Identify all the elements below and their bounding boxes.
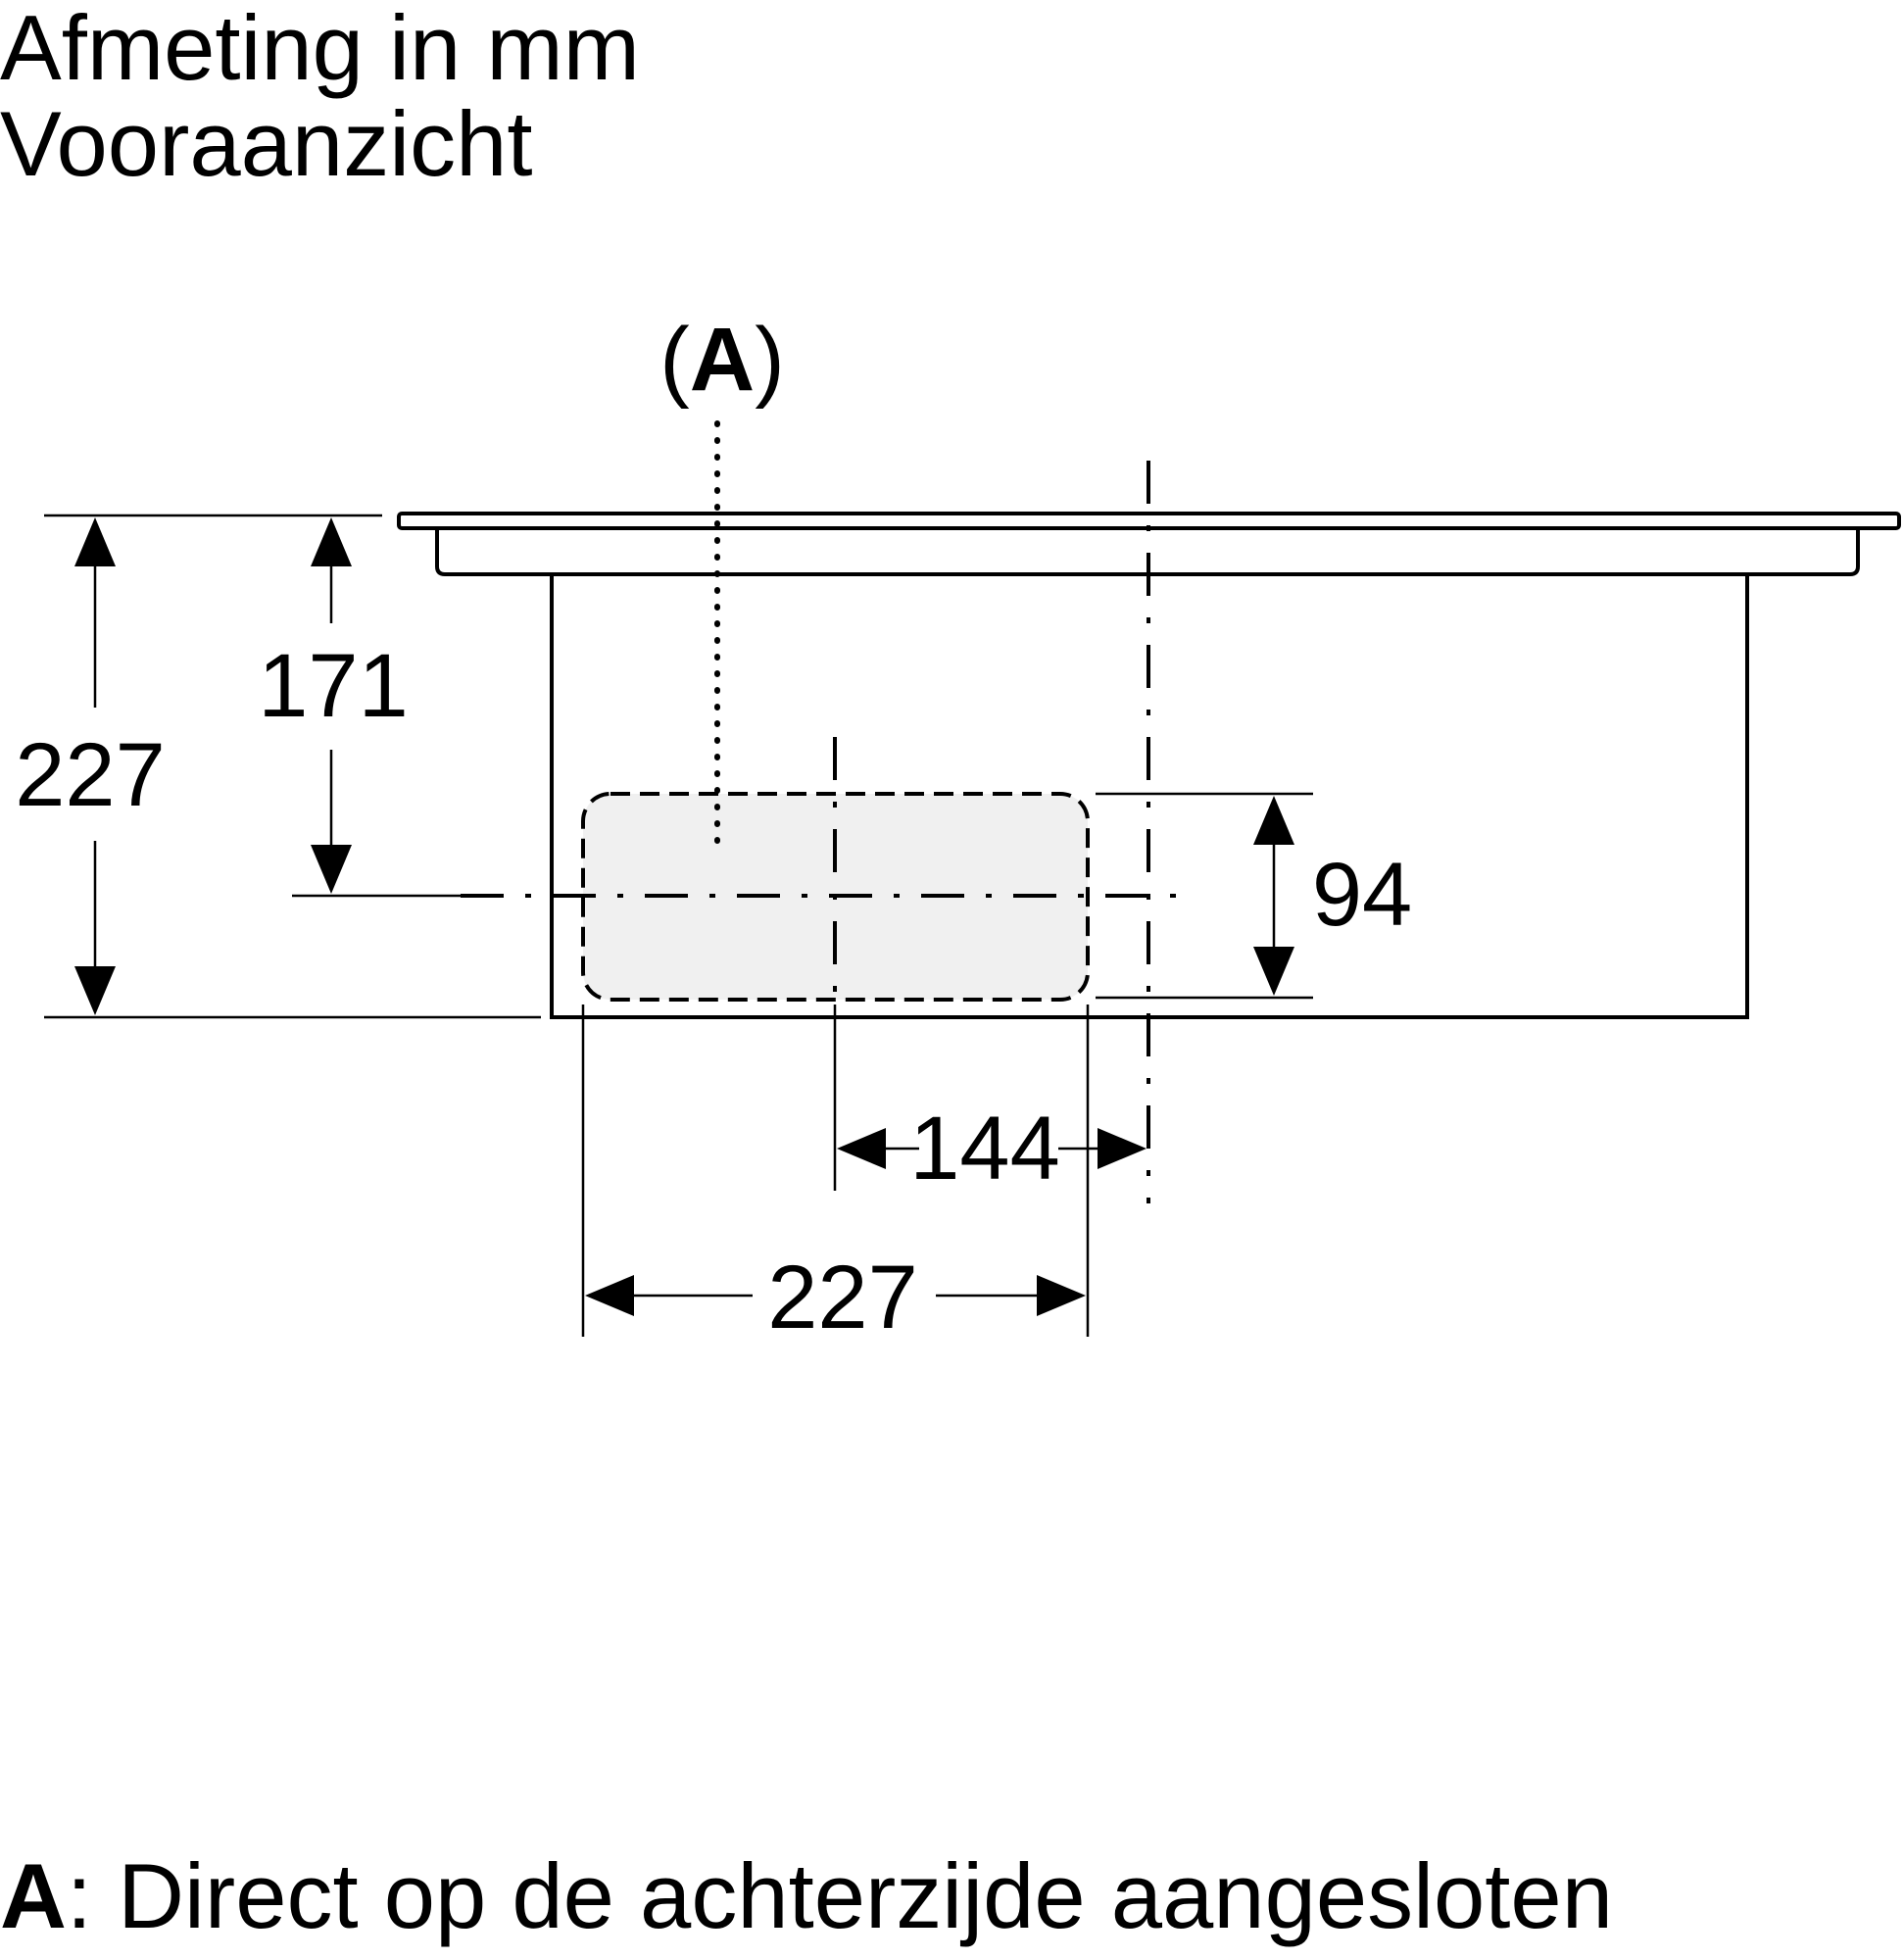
dimension-height-to-axis: 171	[258, 517, 409, 894]
arrow-down	[1253, 947, 1294, 996]
callout-close-paren: )	[755, 310, 785, 410]
callout-letter: A	[690, 310, 755, 410]
dimension-value: 94	[1312, 845, 1412, 945]
legend-note: A: Direct op de achterzijde aangesloten	[0, 1847, 1613, 1945]
dimension-value: 144	[909, 1099, 1060, 1199]
dimension-value: 227	[15, 725, 166, 825]
dimension-duct-height: 94	[1253, 796, 1412, 996]
arrow-right	[1037, 1275, 1086, 1316]
callout-open-paren: (	[659, 310, 690, 410]
dimension-value: 227	[767, 1248, 918, 1348]
view-title: Vooraanzicht	[0, 92, 533, 195]
dimension-axis-offset: 144	[837, 1099, 1147, 1199]
arrow-left	[585, 1275, 634, 1316]
legend-key: A	[0, 1844, 67, 1947]
arrow-right	[1098, 1128, 1147, 1169]
arrow-down	[74, 966, 116, 1015]
arrow-up	[74, 517, 116, 566]
dimension-overall-height: 227	[15, 517, 166, 1015]
diagram-header: Afmeting in mm Vooraanzicht	[0, 0, 640, 192]
callout-a: (A)	[659, 310, 785, 410]
dimension-duct-width: 227	[585, 1248, 1086, 1348]
arrow-down	[311, 845, 352, 894]
units-note: Afmeting in mm	[0, 0, 640, 99]
arrow-left	[837, 1128, 886, 1169]
arrow-up	[311, 517, 352, 566]
legend-text: : Direct op de achterzijde aangesloten	[66, 1844, 1613, 1947]
arrow-up	[1253, 796, 1294, 845]
dimension-value: 171	[258, 636, 409, 736]
